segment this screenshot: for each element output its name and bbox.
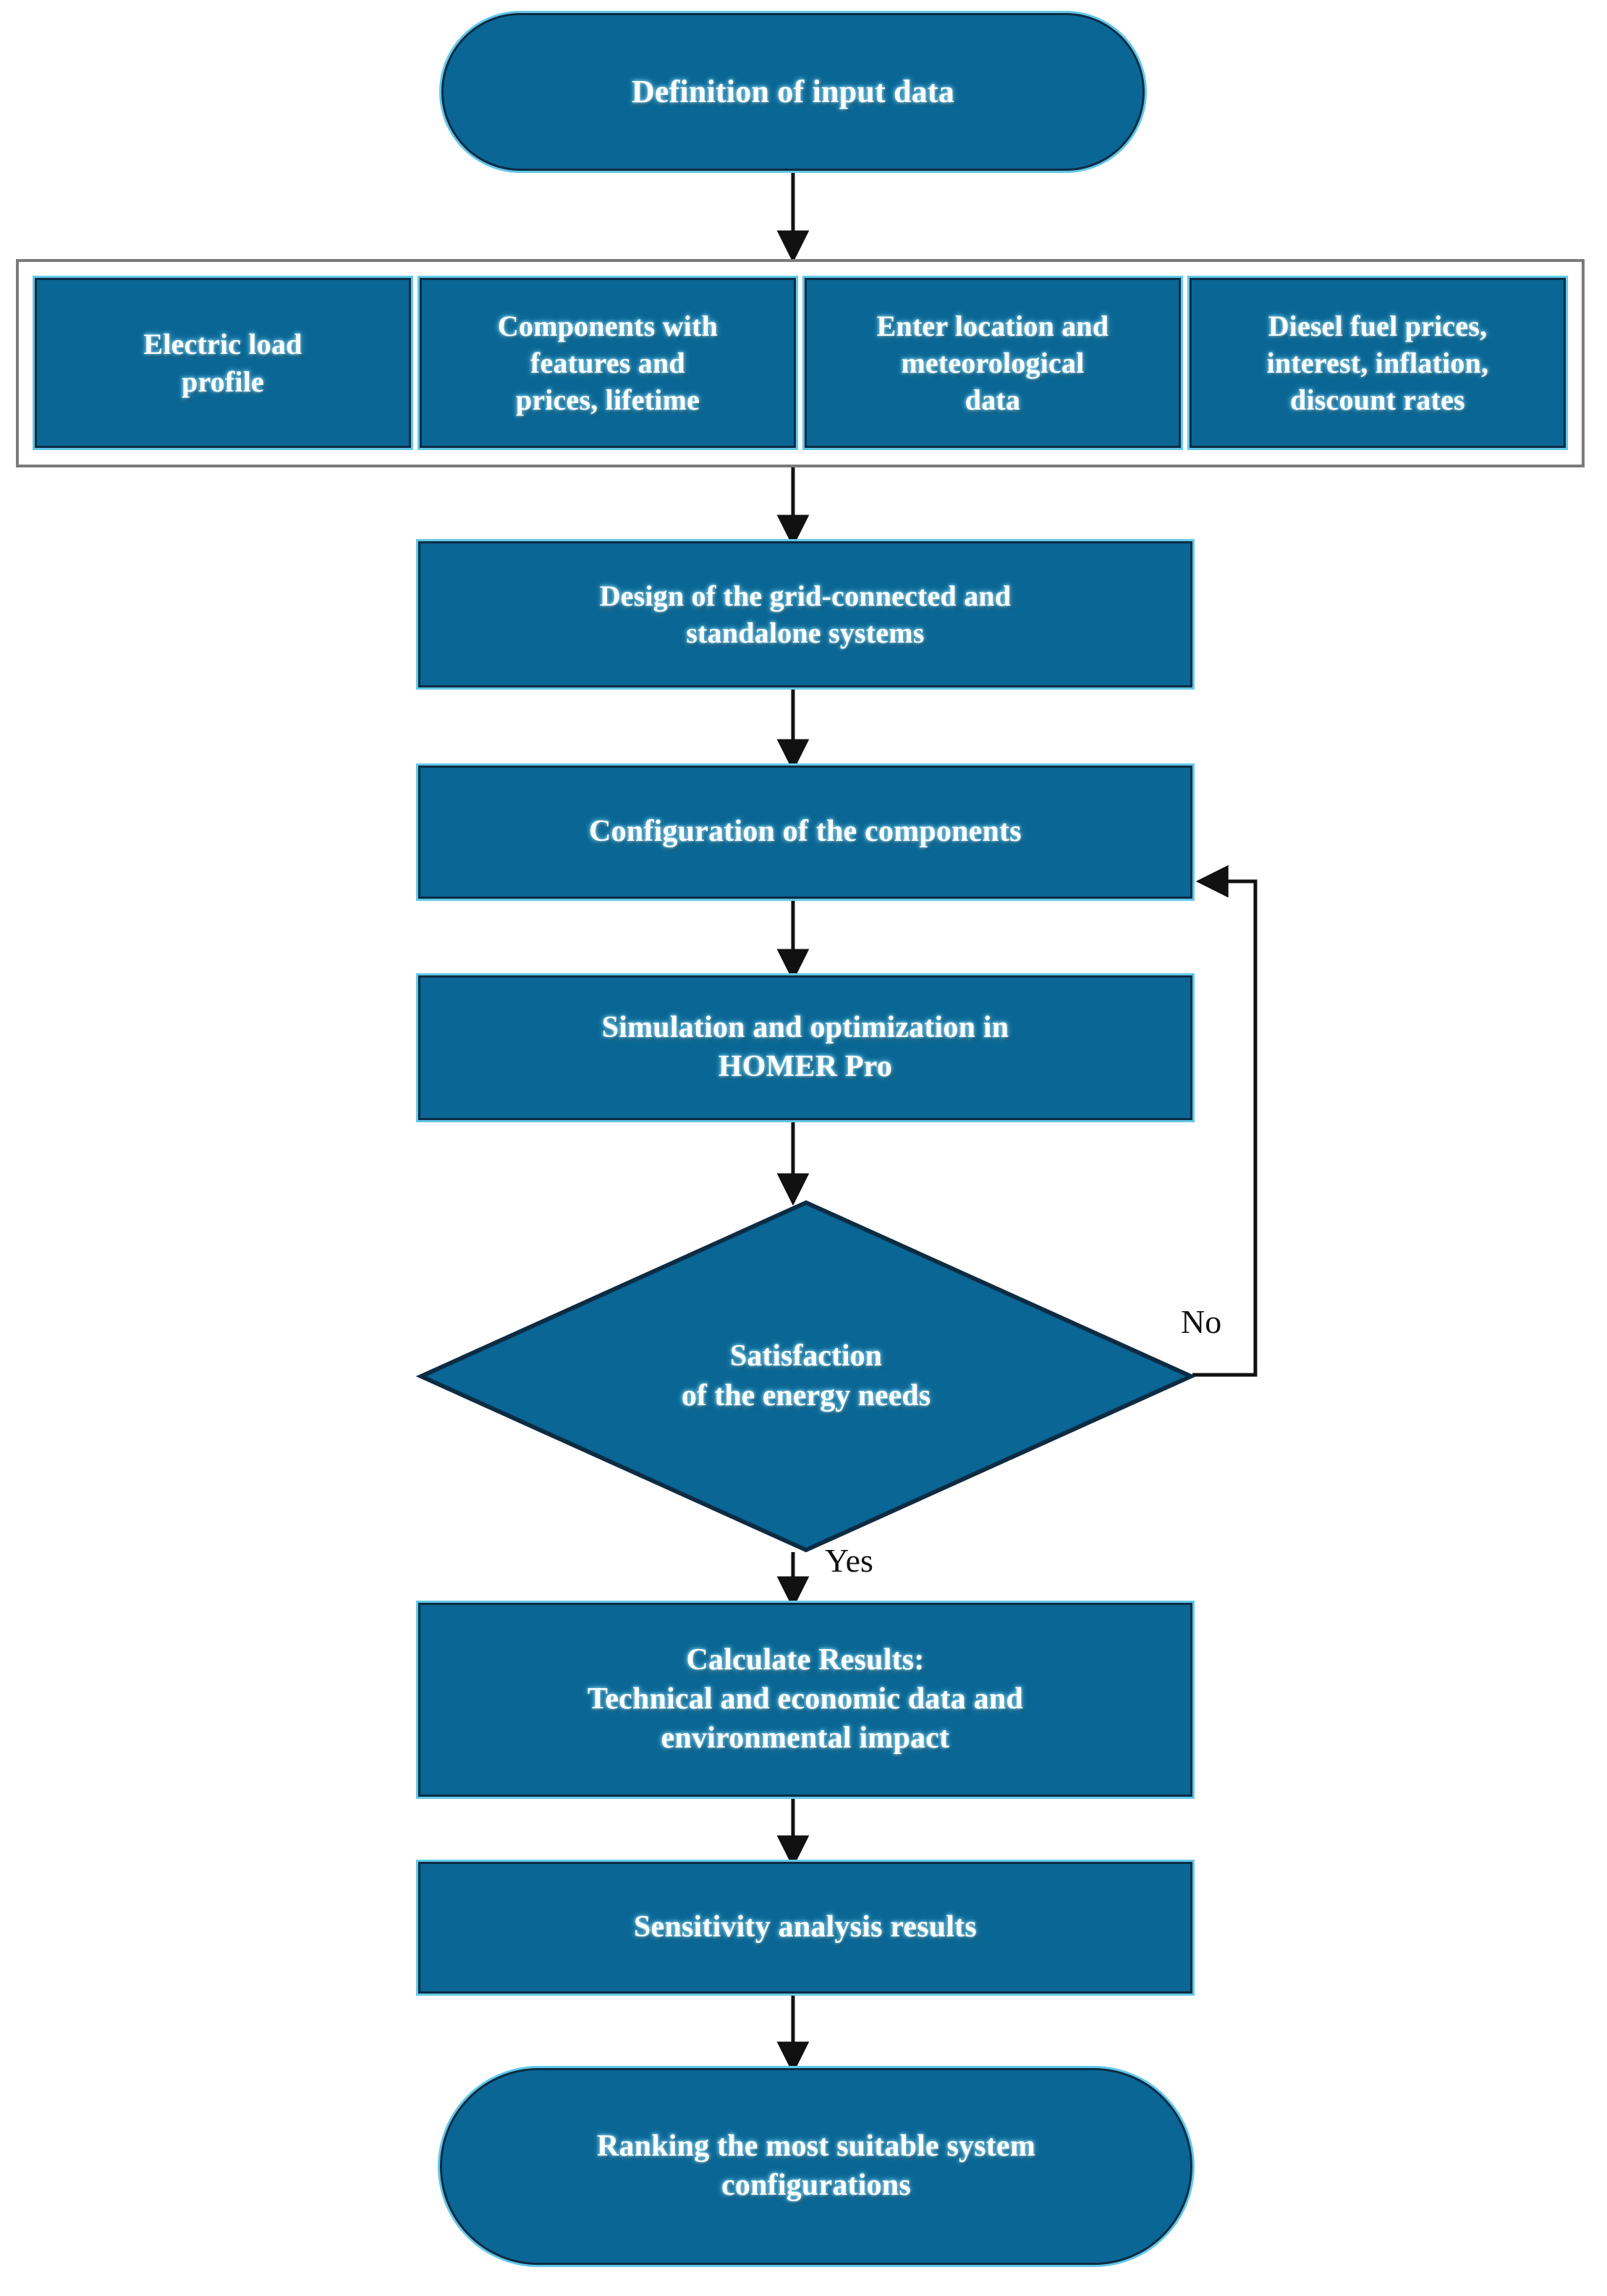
node-decision[interactable]: Satisfaction of the energy needs	[415, 1200, 1197, 1553]
node-input-location-meteorological-label: Enter location and meteorological data	[876, 309, 1109, 417]
node-start[interactable]: Definition of input data	[441, 13, 1145, 171]
node-calculate-results-label: Calculate Results: Technical and economi…	[587, 1643, 1024, 1755]
edge-decision-no-loop	[1192, 865, 1258, 1377]
decision-diamond-shape	[415, 1200, 1197, 1553]
input-group: Electric load profile Components with fe…	[35, 278, 1566, 448]
node-design-label: Design of the grid-connected and standal…	[599, 579, 1012, 649]
node-end-label: Ranking the most suitable system configu…	[596, 2130, 1036, 2202]
node-simulation-label: Simulation and optimization in HOMER Pro	[601, 1011, 1009, 1083]
node-input-location-meteorological[interactable]: Enter location and meteorological data	[805, 278, 1181, 448]
node-input-components-features-prices-label: Components with features and prices, lif…	[497, 309, 718, 417]
node-input-electric-load-profile-label: Electric load profile	[143, 328, 302, 398]
edge-label-yes: Yes	[825, 1542, 873, 1579]
edge-label-no: No	[1181, 1303, 1222, 1340]
node-simulation[interactable]: Simulation and optimization in HOMER Pro	[418, 975, 1192, 1120]
node-end[interactable]: Ranking the most suitable system configu…	[440, 2068, 1192, 2265]
node-sensitivity-analysis[interactable]: Sensitivity analysis results	[418, 1862, 1192, 1994]
node-input-components-features-prices[interactable]: Components with features and prices, lif…	[420, 278, 796, 448]
node-design[interactable]: Design of the grid-connected and standal…	[418, 541, 1192, 687]
node-start-label: Definition of input data	[631, 73, 955, 109]
node-input-electric-load-profile[interactable]: Electric load profile	[35, 278, 411, 448]
node-configuration-label: Configuration of the components	[589, 815, 1022, 849]
node-sensitivity-analysis-label: Sensitivity analysis results	[634, 1910, 977, 1944]
node-input-diesel-prices-rates-label: Diesel fuel prices, interest, inflation,…	[1266, 309, 1489, 417]
node-configuration[interactable]: Configuration of the components	[418, 766, 1192, 899]
node-calculate-results[interactable]: Calculate Results: Technical and economi…	[418, 1603, 1192, 1797]
node-input-diesel-prices-rates[interactable]: Diesel fuel prices, interest, inflation,…	[1190, 278, 1566, 448]
